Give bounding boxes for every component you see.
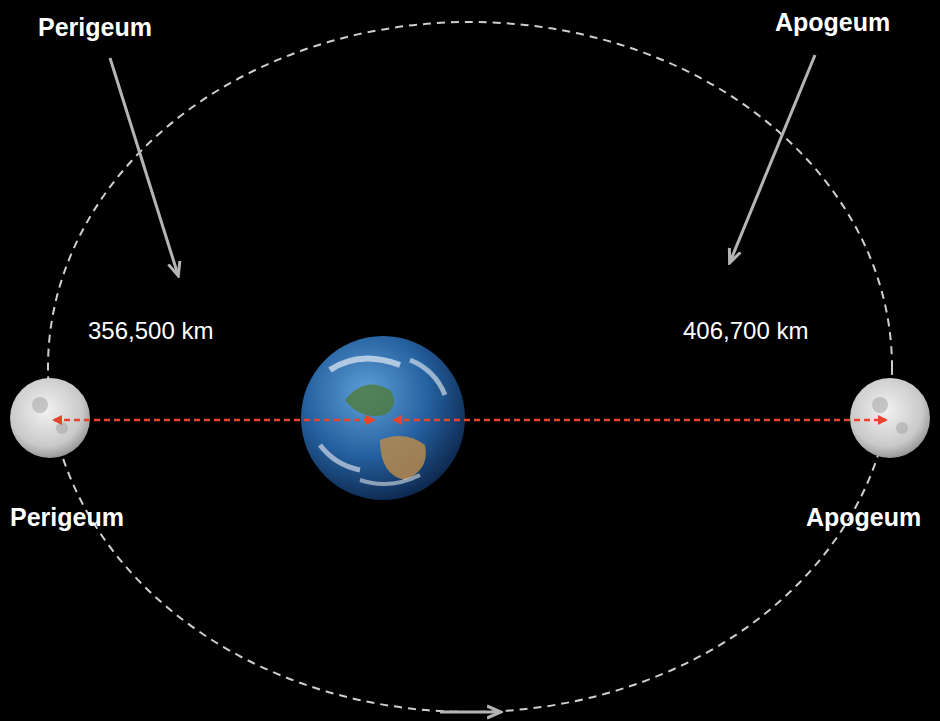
distance-label: 356,500 km xyxy=(88,318,213,344)
position-label: Apogeum xyxy=(806,504,921,532)
orbit-path xyxy=(48,22,892,712)
direction-arrow xyxy=(440,711,500,714)
earth xyxy=(301,336,465,500)
position-label: Perigeum xyxy=(10,504,124,532)
moon-apogee xyxy=(850,378,930,458)
pointer-label: Apogeum xyxy=(775,9,890,37)
moon-perigee xyxy=(10,378,90,458)
distance-label: 406,700 km xyxy=(683,318,808,344)
distance-arrow xyxy=(54,419,374,422)
pointer-arrow xyxy=(110,58,178,275)
pointer-label: Perigeum xyxy=(38,14,152,42)
distance-arrow xyxy=(394,419,886,422)
pointer-arrow xyxy=(730,55,815,262)
